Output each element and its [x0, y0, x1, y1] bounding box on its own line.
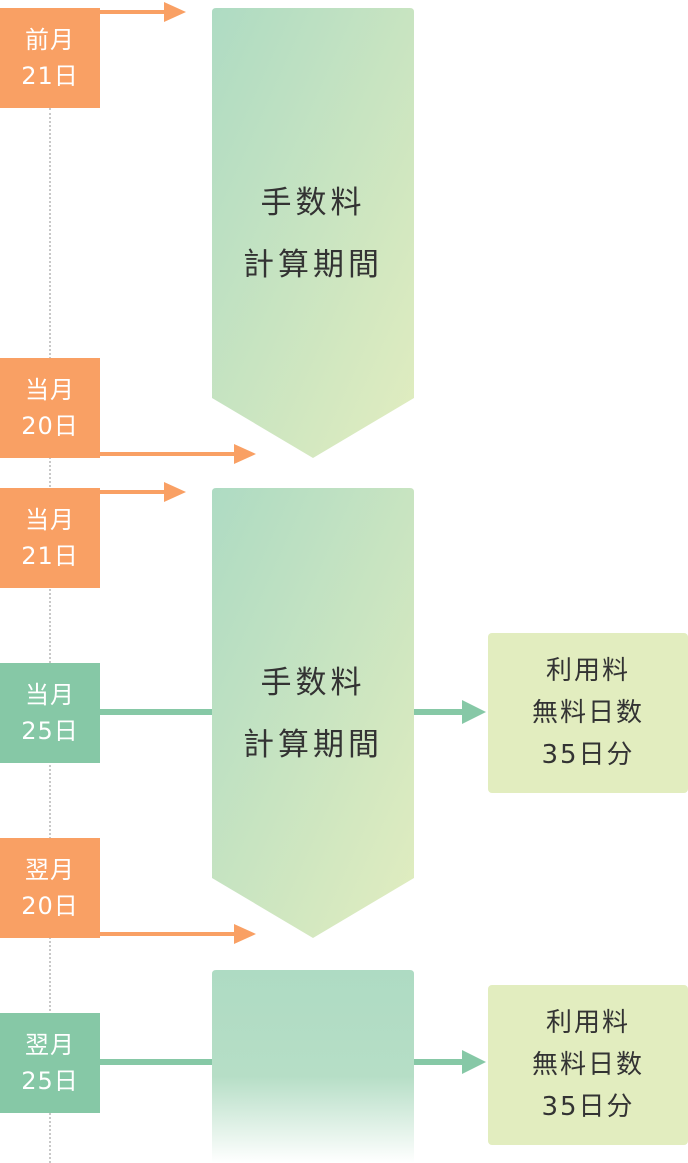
label-month: 翌月 [25, 856, 75, 884]
period-line2: 計算期間 [243, 727, 383, 763]
label-month: 当月 [25, 506, 75, 534]
label-this-month-25: 当月 25日 [0, 663, 100, 763]
label-prev-month-21: 前月 21日 [0, 8, 100, 108]
label-day: 21日 [21, 62, 79, 90]
label-day: 20日 [21, 892, 79, 920]
label-day: 25日 [21, 1067, 79, 1095]
start-arrow-2 [100, 482, 186, 502]
connector-1 [100, 700, 486, 724]
label-day: 21日 [21, 542, 79, 570]
fee-line3: 35日分 [541, 1092, 635, 1122]
fee-free-days-box-1: 利用料 無料日数 35日分 [488, 633, 688, 793]
label-this-month-21: 当月 21日 [0, 488, 100, 588]
label-next-month-25: 翌月 25日 [0, 1013, 100, 1113]
label-day: 25日 [21, 717, 79, 745]
end-arrow-2 [100, 924, 256, 944]
label-next-month-20: 翌月 20日 [0, 838, 100, 938]
fee-line2: 無料日数 [531, 1050, 644, 1080]
period-2-text: 手数料 計算期間 [212, 652, 414, 776]
fee-line2: 無料日数 [531, 698, 644, 728]
period-line1: 手数料 [260, 185, 366, 221]
period-line2: 計算期間 [243, 247, 383, 283]
period-1-text: 手数料 計算期間 [212, 172, 414, 296]
end-arrow-1 [100, 444, 256, 464]
fee-line1: 利用料 [545, 1008, 630, 1038]
label-day: 20日 [21, 412, 79, 440]
label-month: 翌月 [25, 1031, 75, 1059]
label-month: 当月 [25, 681, 75, 709]
period-1-shape [212, 8, 414, 458]
start-arrow-1 [100, 2, 186, 22]
connector-2 [100, 1050, 486, 1074]
fee-free-days-box-2: 利用料 無料日数 35日分 [488, 985, 688, 1145]
label-month: 前月 [25, 26, 75, 54]
period-3-shape [212, 970, 414, 1163]
period-line1: 手数料 [260, 665, 366, 701]
period-2-shape [212, 488, 414, 938]
label-this-month-20: 当月 20日 [0, 358, 100, 458]
label-month: 当月 [25, 376, 75, 404]
fee-line3: 35日分 [541, 740, 635, 770]
timeline-dotted-line [49, 108, 51, 1163]
fee-line1: 利用料 [545, 656, 630, 686]
